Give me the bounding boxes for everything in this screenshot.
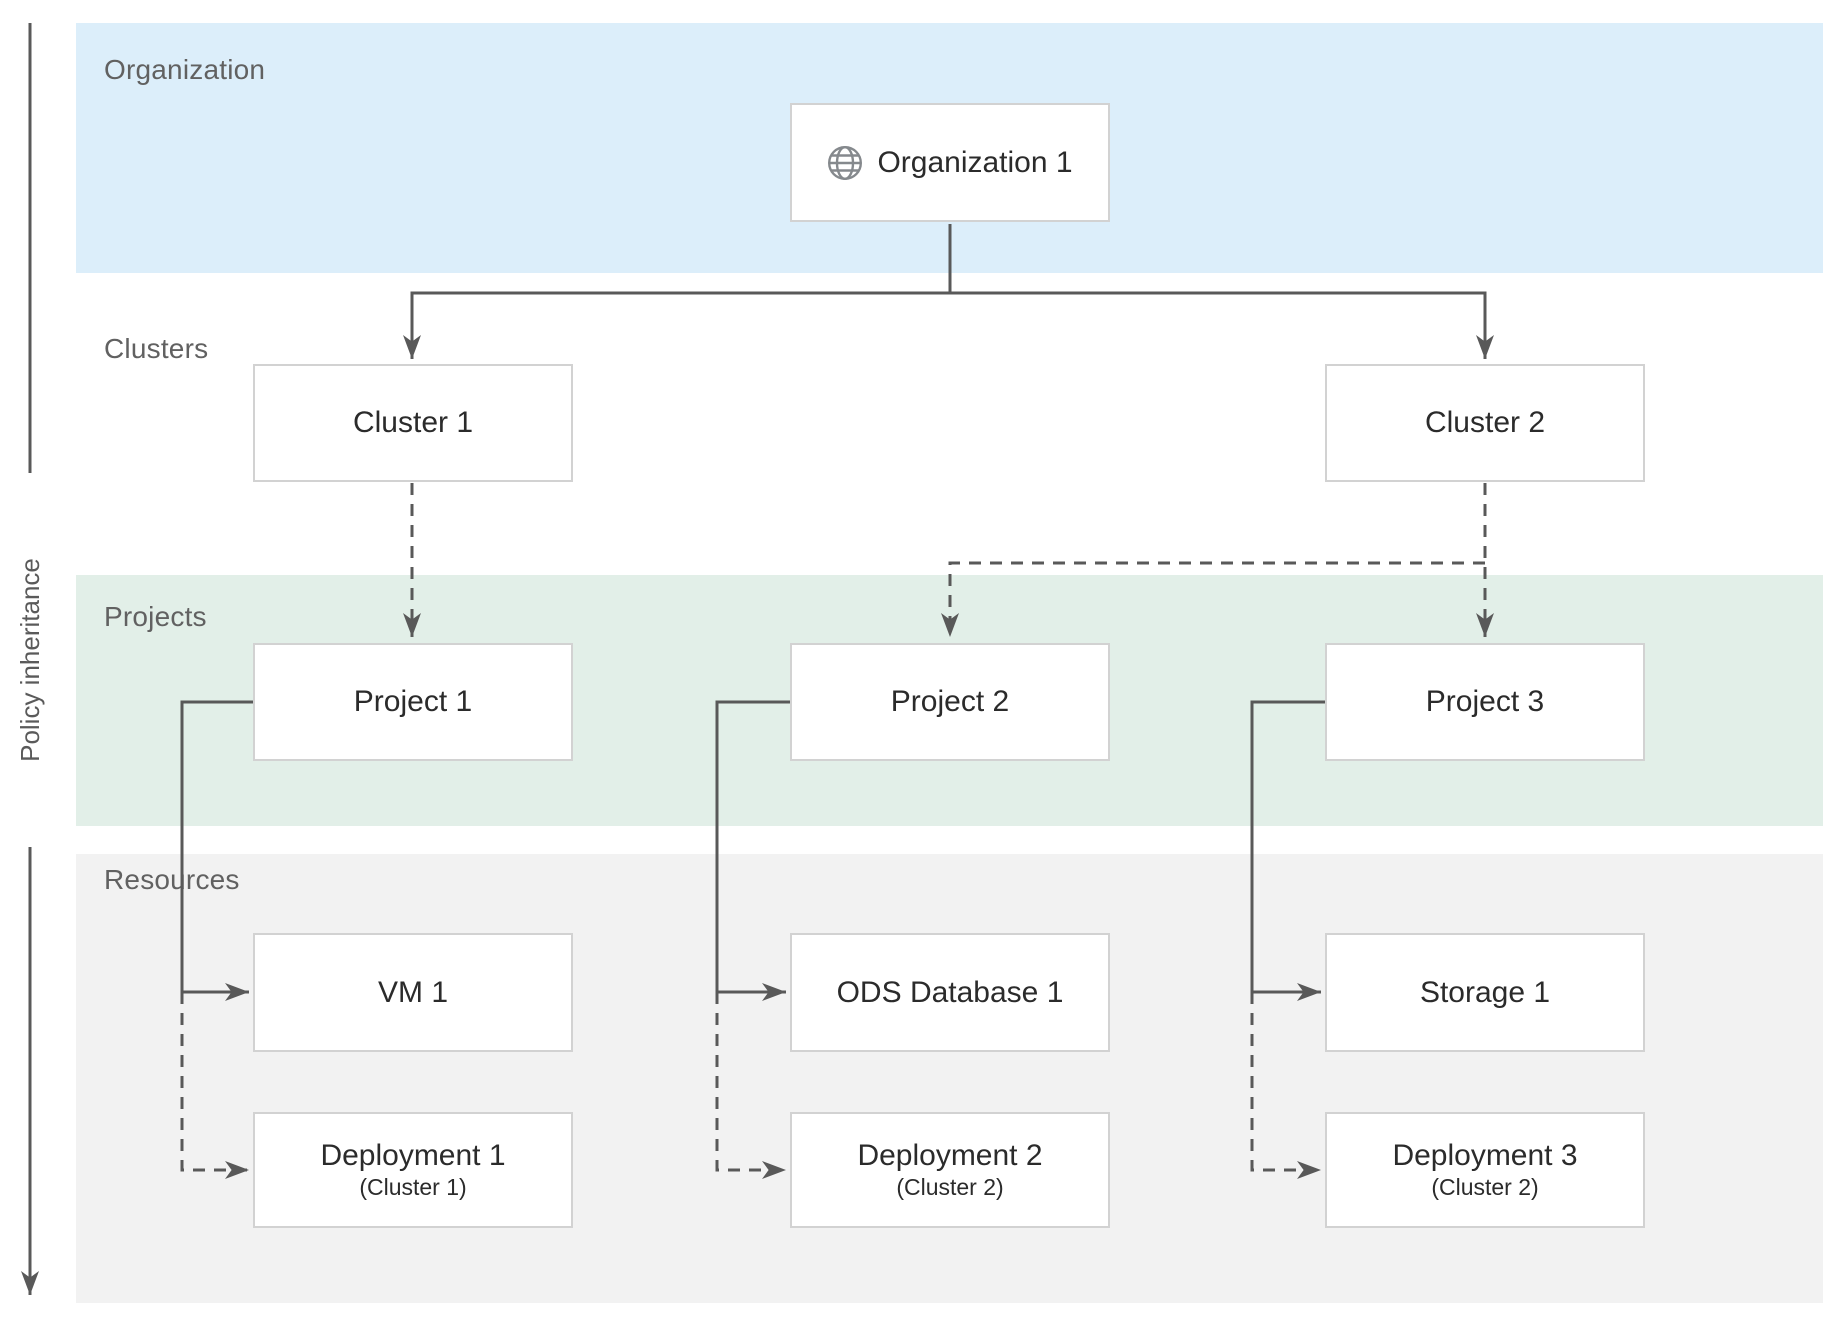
node-sublabel: (Cluster 2) [1431, 1174, 1539, 1201]
node-label: Cluster 2 [1424, 406, 1546, 439]
policy-inheritance-label: Policy inheritance [15, 473, 45, 847]
band-label-clusters: Clusters [104, 333, 209, 364]
node-label: Cluster 1 [352, 406, 474, 439]
node-cluster-1: Cluster 1 [253, 364, 573, 482]
band-label-resources: Resources [104, 864, 240, 895]
node-project-3: Project 3 [1325, 643, 1645, 761]
node-storage-1: Storage 1 [1325, 933, 1645, 1052]
edge-org-cluster1 [403, 291, 950, 359]
band-label-organization: Organization [104, 54, 266, 85]
band-resources [76, 854, 1823, 1303]
node-label: VM 1 [377, 975, 449, 1009]
node-label: Deployment 2 [857, 1139, 1043, 1173]
node-label: Organization 1 [877, 145, 1073, 179]
node-sublabel: (Cluster 1) [359, 1174, 467, 1201]
node-label: Storage 1 [1419, 975, 1551, 1009]
node-sublabel: (Cluster 2) [896, 1174, 1004, 1201]
node-vm-1: VM 1 [253, 933, 573, 1052]
node-organization-1: Organization 1 [790, 103, 1110, 222]
node-label: ODS Database 1 [836, 975, 1064, 1009]
node-label: Project 3 [1425, 685, 1545, 718]
node-deployment-2: Deployment 2 (Cluster 2) [790, 1112, 1110, 1228]
node-cluster-2: Cluster 2 [1325, 364, 1645, 482]
globe-icon [828, 145, 863, 180]
band-label-projects: Projects [104, 601, 207, 632]
node-project-1: Project 1 [253, 643, 573, 761]
edge-org-cluster2 [950, 291, 1494, 359]
node-label: Deployment 1 [320, 1139, 506, 1173]
node-deployment-3: Deployment 3 (Cluster 2) [1325, 1112, 1645, 1228]
node-label: Deployment 3 [1392, 1139, 1578, 1173]
node-project-2: Project 2 [790, 643, 1110, 761]
node-label: Project 2 [890, 685, 1010, 718]
node-deployment-1: Deployment 1 (Cluster 1) [253, 1112, 573, 1228]
node-label: Project 1 [353, 685, 473, 718]
node-ods-database-1: ODS Database 1 [790, 933, 1110, 1052]
